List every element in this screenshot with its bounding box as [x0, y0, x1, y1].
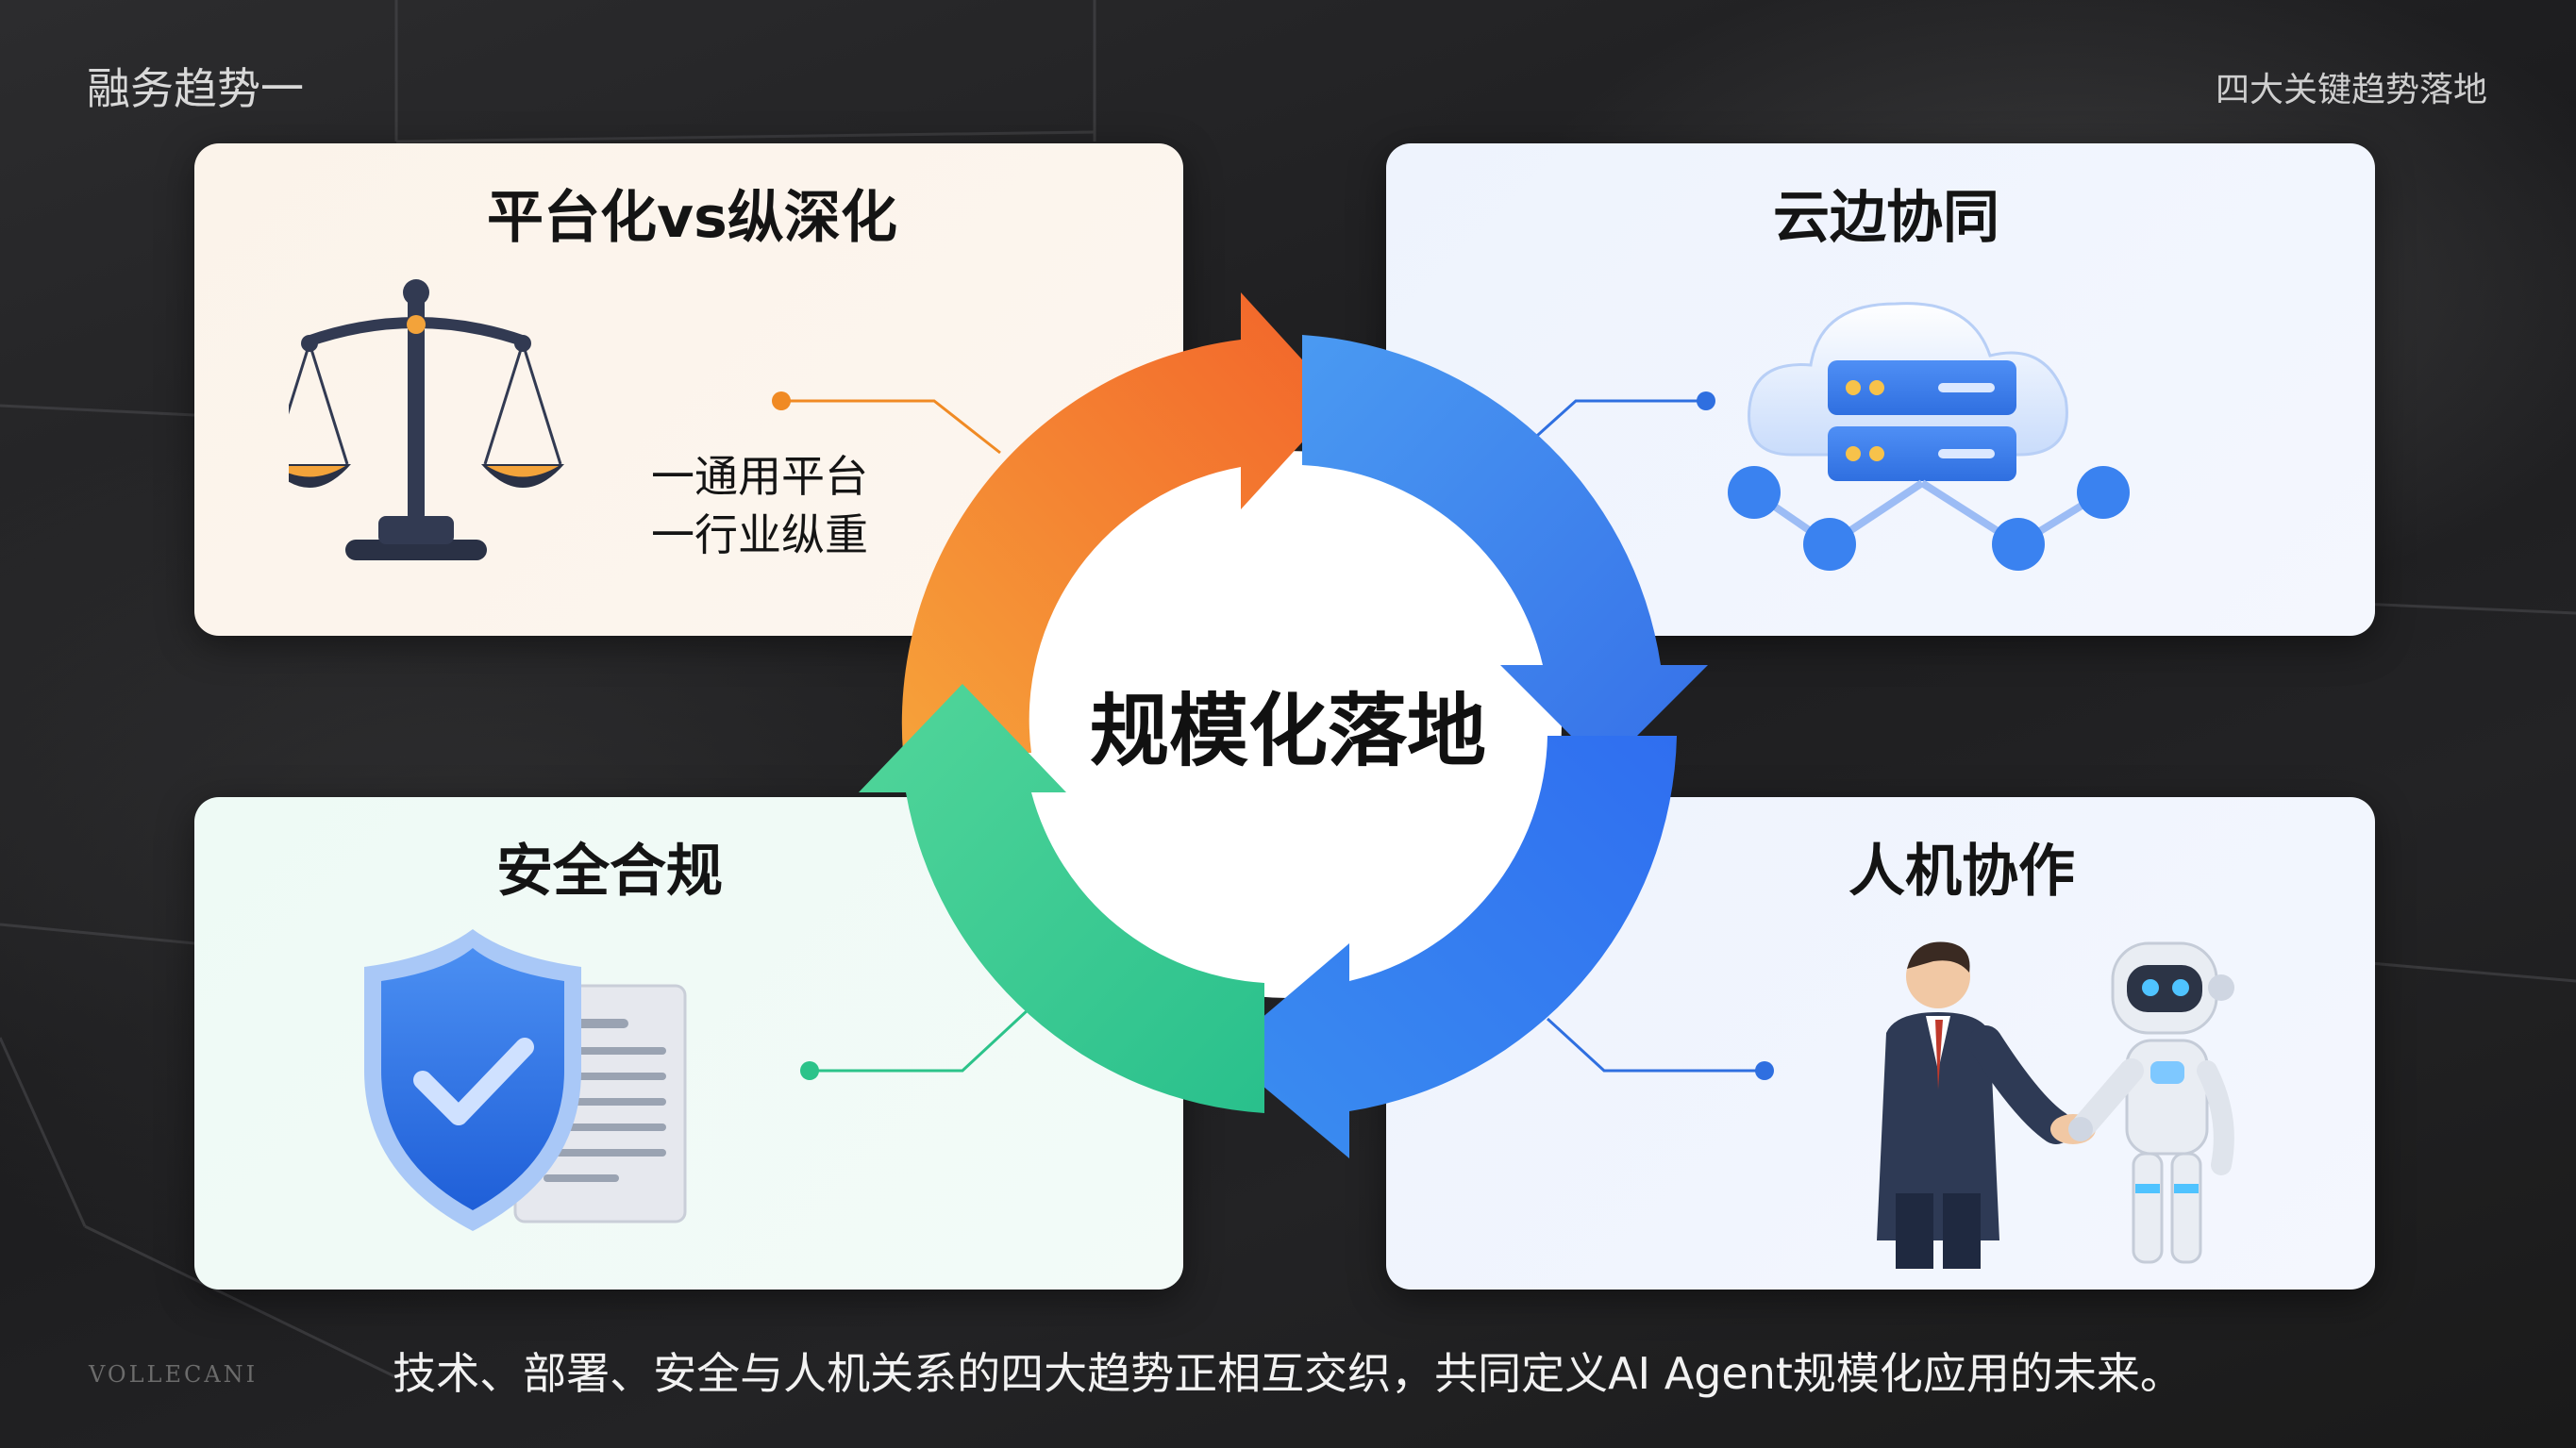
- watermark: VOLLECANI: [89, 1361, 259, 1388]
- card-cloud-edge: 云边协同: [1386, 143, 2375, 636]
- card-platform-vs-vertical: 平台化vs纵深化 一通用平台 一行业纵重: [194, 143, 1183, 636]
- card-title-collab: 人机协作: [1848, 839, 2075, 905]
- card-title-cloud-edge: 云边协同: [1773, 185, 1999, 251]
- slide-subtitle: 四大关键趋势落地: [2215, 71, 2487, 109]
- section-title: 融务趋势一: [87, 63, 304, 114]
- card-security-compliance: 安全合规: [194, 797, 1183, 1290]
- platform-line-general: 一通用平台: [651, 451, 868, 502]
- card-title-security: 安全合规: [496, 839, 723, 905]
- card-human-ai-collab: 人机协作: [1386, 797, 2375, 1290]
- human-robot-handshake-icon: [1877, 941, 2234, 1269]
- shield-document-icon: [364, 929, 687, 1231]
- platform-line-vertical: 一行业纵重: [651, 509, 868, 560]
- scales-icon: [289, 279, 564, 560]
- caption: 技术、部署、安全与人机关系的四大趋势正相互交织，共同定义AI Agent规模化应…: [393, 1348, 2183, 1399]
- card-title-platform: 平台化vs纵深化: [487, 185, 897, 251]
- card-body-platform: 一通用平台 一行业纵重: [651, 447, 868, 564]
- center-label: 规模化落地: [1089, 685, 1486, 777]
- cloud-server-icon: [1728, 302, 2130, 571]
